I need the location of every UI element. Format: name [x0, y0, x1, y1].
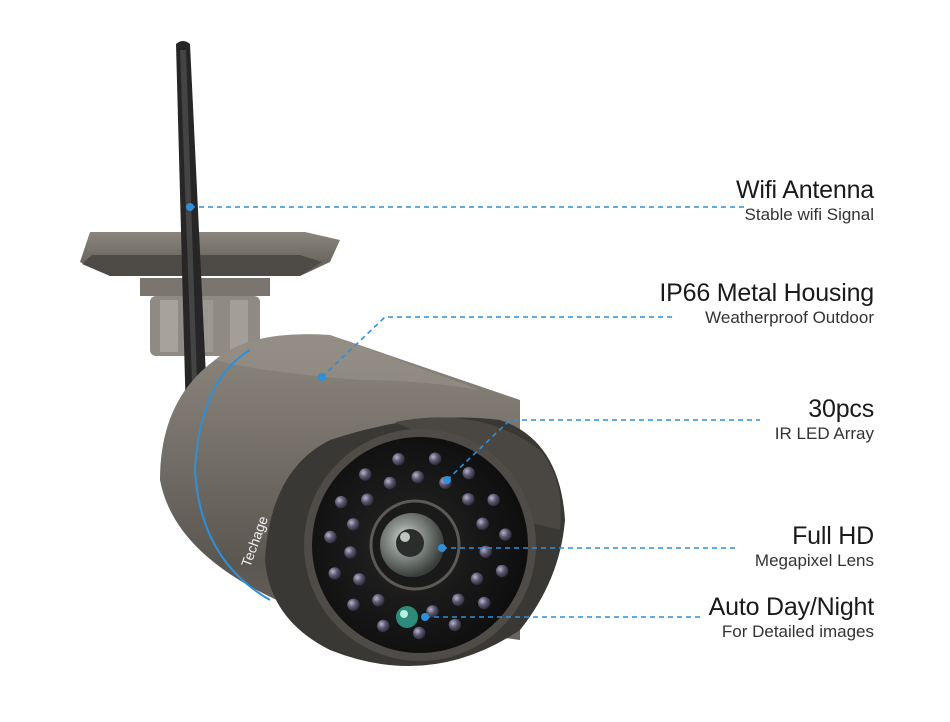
callout-ir-leds: 30pcs IR LED Array	[775, 395, 874, 445]
ir-led	[372, 594, 385, 607]
ir-led	[428, 452, 442, 465]
callout-subtitle: Weatherproof Outdoor	[705, 308, 874, 327]
ir-led	[344, 546, 357, 559]
callout-subtitle: Stable wifi Signal	[744, 205, 874, 224]
ir-led	[359, 468, 372, 481]
ir-led	[413, 626, 426, 640]
ir-led	[411, 470, 424, 484]
ir-led	[462, 493, 475, 506]
callout-line-leds	[446, 419, 760, 481]
ir-led	[470, 572, 484, 585]
callout-subtitle: For Detailed images	[721, 622, 874, 641]
ir-led	[495, 564, 509, 578]
callout-title: Auto Day/Night	[708, 593, 875, 621]
ir-led	[499, 528, 512, 541]
wifi-antenna	[176, 41, 208, 418]
callout-line-housing	[321, 316, 675, 378]
callout-subtitle: Megapixel Lens	[754, 551, 874, 570]
ir-led	[335, 495, 348, 509]
callout-title: Full HD	[792, 522, 874, 550]
ir-led	[476, 517, 489, 530]
ir-led	[324, 530, 337, 544]
ir-led	[478, 596, 491, 610]
ir-led	[347, 598, 360, 611]
ir-led	[392, 453, 405, 466]
callout-wifi-antenna: Wifi Antenna Stable wifi Signal	[736, 176, 874, 226]
ir-led	[328, 567, 341, 580]
ir-led	[377, 619, 390, 633]
callout-title: Wifi Antenna	[736, 176, 874, 204]
ir-led	[383, 476, 397, 490]
ir-led	[462, 466, 475, 480]
ir-led	[487, 493, 500, 507]
callout-title: 30pcs	[808, 395, 874, 423]
callout-day-night: Auto Day/Night For Detailed images	[708, 593, 875, 643]
callout-title: IP66 Metal Housing	[659, 279, 874, 307]
ir-led	[361, 493, 374, 506]
ir-led	[426, 605, 439, 618]
ir-led	[448, 618, 462, 632]
ir-led	[353, 573, 366, 586]
callout-lines	[190, 206, 760, 618]
callout-full-hd: Full HD Megapixel Lens	[755, 522, 874, 572]
callout-subtitle: IR LED Array	[774, 424, 874, 443]
wall-mount	[80, 232, 340, 356]
ir-led	[452, 593, 465, 606]
callout-metal-housing: IP66 Metal Housing Weatherproof Outdoor	[659, 279, 874, 329]
camera-lens	[369, 499, 461, 591]
ir-led	[347, 518, 360, 531]
light-sensor	[396, 606, 418, 628]
ir-led-array	[324, 452, 512, 640]
callout-dots	[186, 203, 451, 621]
